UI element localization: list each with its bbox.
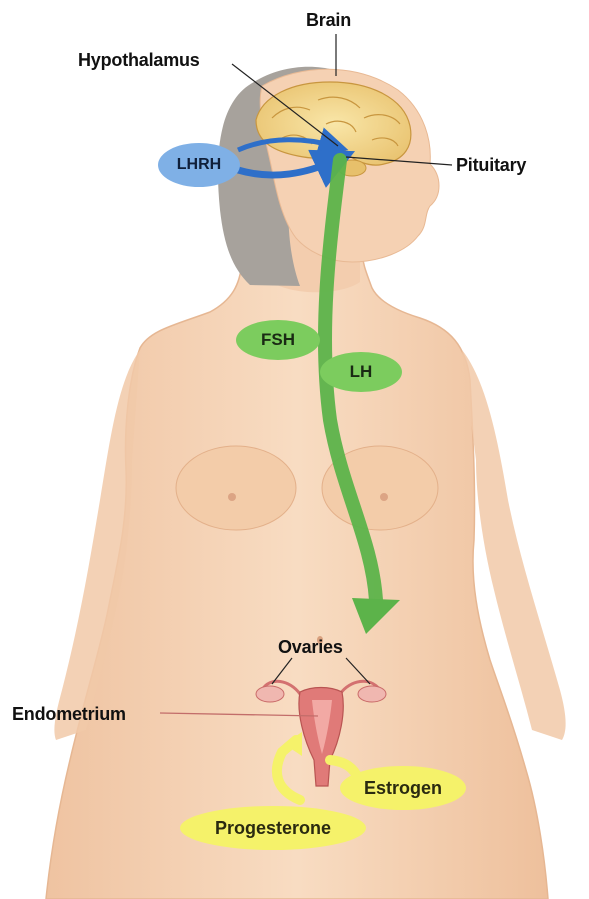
left-breast — [176, 446, 296, 530]
estrogen-pill: Estrogen — [340, 766, 466, 810]
fsh-pill: FSH — [236, 320, 320, 360]
progesterone-pill: Progesterone — [180, 806, 366, 850]
lhrh-pill: LHRH — [158, 143, 240, 187]
pituitary-label: Pituitary — [456, 155, 526, 176]
hypothalamus-label: Hypothalamus — [78, 50, 200, 71]
brain-label: Brain — [306, 10, 351, 31]
lh-pill: LH — [320, 352, 402, 392]
endometrium-label: Endometrium — [12, 704, 126, 725]
left-ovary — [256, 686, 284, 702]
ovaries-label: Ovaries — [278, 637, 343, 658]
right-ovary — [358, 686, 386, 702]
